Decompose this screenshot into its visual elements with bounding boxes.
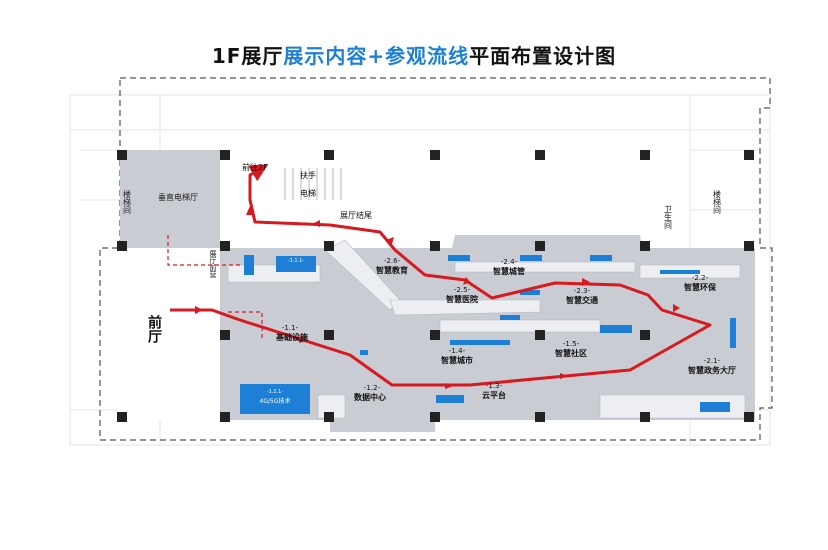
zone-1-2-name: 数据中心 (354, 392, 386, 402)
restroom-label: 卫生间 (664, 205, 673, 230)
zone-2-5-name: 智慧医院 (446, 294, 478, 304)
zone-2-3-num: -2.3- (574, 287, 591, 295)
display-strips (240, 255, 736, 414)
zone-1-5-name: 智慧社区 (555, 348, 587, 358)
title-part-2: 展示内容+参观流线 (283, 44, 470, 68)
lobby-label: 前厅 (146, 314, 162, 344)
zone-1-3-name: 云平台 (482, 390, 506, 400)
columns (117, 150, 754, 422)
panel-111-label: -1.1.1- (288, 258, 305, 264)
zone-1-2-num: -1.2- (364, 384, 381, 392)
zone-2-1-name: 智慧政务大厅 (688, 365, 736, 375)
zone-1-1-name: 基础设施 (275, 332, 308, 342)
exhibit-front-label: 展厅前营 (209, 250, 217, 279)
lobby-area (120, 248, 220, 420)
page-title: 1F展厅展示内容+参观流线平面布置设计图 (0, 40, 828, 69)
building-outline (99, 77, 773, 441)
zone-2-6-num: -2.6- (384, 257, 401, 265)
zone-2-4-num: -2.4- (501, 258, 518, 266)
route-arrows (195, 206, 680, 389)
zone-2-6-name: 智慧教育 (376, 265, 408, 275)
stairs-left-label: 楼梯间 (123, 189, 132, 215)
escalator-label: 扶手 (300, 170, 316, 180)
exhibition-floor (120, 150, 755, 432)
guide-line-elevator (167, 235, 240, 266)
zone-1-4-num: -1.4- (449, 347, 466, 355)
zone-2-4-name: 智慧城管 (493, 266, 525, 276)
title-part-3: 平面布置设计图 (469, 44, 617, 68)
zone-1-1-num: -1.1- (282, 324, 299, 332)
zone-2-5-num: -2.5- (454, 286, 471, 294)
zone-2-3-name: 智慧交通 (566, 295, 598, 305)
panel-121-label: -1.2.1- (267, 389, 284, 395)
elevator-label: 电梯 (300, 188, 316, 198)
panel-121-text: 4G/5G技术 (260, 397, 291, 405)
stair-treads (284, 168, 342, 200)
visitor-route (170, 164, 712, 387)
stairs-right-label: 楼梯间 (713, 189, 722, 215)
zone-1-4-name: 智慧城市 (441, 355, 473, 365)
zone-2-1-num: -2.1- (704, 357, 721, 365)
zone-labels: -1.1- 基础设施 -1.2- 数据中心 -1.3- 云平台 -1.4- 智慧… (275, 257, 736, 402)
zone-1-5-num: -1.5- (563, 340, 580, 348)
guide-line-infra (228, 311, 263, 340)
title-part-1: 1F展厅 (211, 44, 284, 68)
to-2f-label: 前往2F (242, 162, 268, 172)
zone-1-3-num: -1.3- (486, 382, 503, 390)
vertical-elevator-label: 垂直电梯厅 (158, 192, 198, 202)
zone-2-2-num: -2.2- (692, 274, 709, 282)
exhibit-end-label: 展厅结尾 (340, 210, 372, 220)
zone-2-2-name: 智慧环保 (684, 282, 717, 292)
